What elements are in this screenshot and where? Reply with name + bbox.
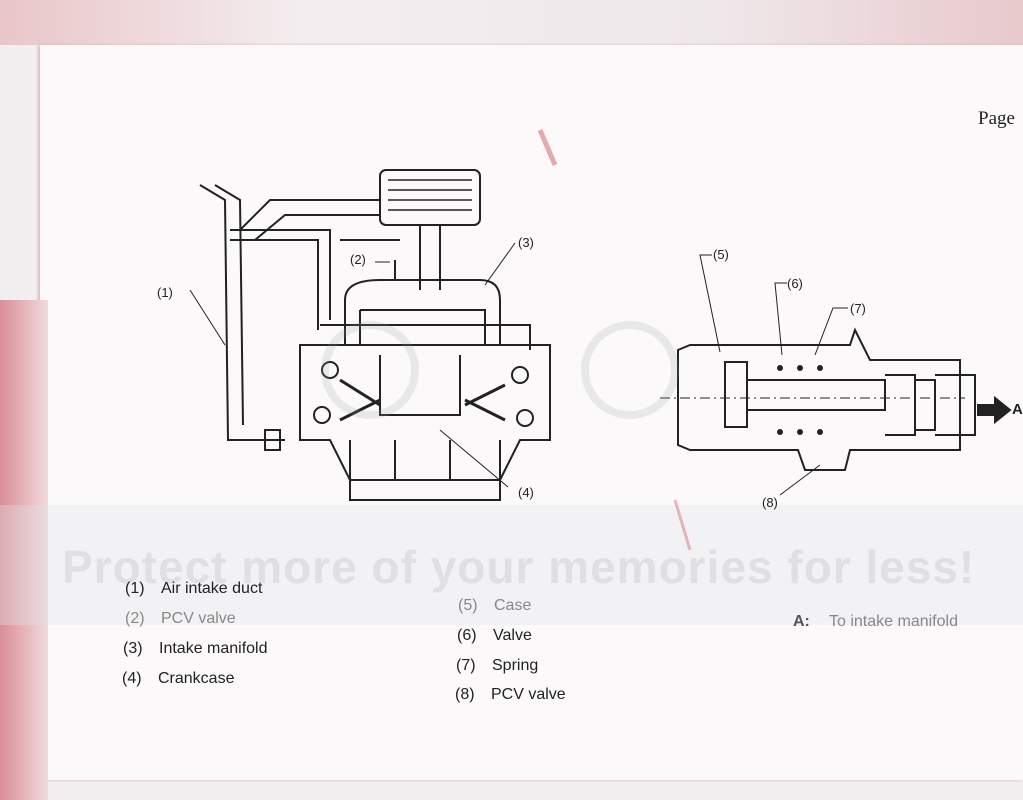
scan-top-edge [0, 0, 1023, 45]
watermark-band [0, 505, 1023, 625]
legend-item: (2)PCV valve [125, 610, 236, 627]
legend-item: (1)Air intake duct [125, 580, 263, 597]
pcv-case [677, 327, 976, 471]
air-cleaner [379, 169, 481, 226]
legend-item: (6)Valve [457, 627, 532, 644]
callout-3: (3) [518, 235, 534, 250]
photobucket-logo-watermark [321, 321, 679, 419]
watermark-tagline: Protect more of your memories for less! [62, 541, 976, 593]
crankcase [394, 440, 451, 481]
callout-7: (7) [850, 301, 866, 316]
callout-6: (6) [787, 276, 803, 291]
scan-left-edge [0, 300, 48, 800]
callout-2: (2) [350, 252, 366, 267]
legend-item: (3)Intake manifold [123, 640, 268, 657]
note-a: A:To intake manifold [793, 613, 958, 630]
callout-4: (4) [518, 485, 534, 500]
legend-item: (4)Crankcase [122, 670, 235, 687]
callout-8: (8) [762, 495, 778, 510]
legend-item: (8)PCV valve [455, 686, 566, 703]
legend-item: (7)Spring [456, 657, 539, 674]
callout-1: (1) [157, 285, 173, 300]
intake-manifold [344, 279, 501, 346]
legend-item: (5)Case [458, 597, 532, 614]
pcv-valve-diagram [660, 254, 1012, 496]
page-label: Page [978, 108, 1015, 129]
stain [537, 129, 558, 166]
flow-arrow-icon [977, 395, 1012, 425]
callout-5: (5) [713, 247, 729, 262]
air-intake-duct [199, 184, 260, 441]
flow-label-a: A [1012, 401, 1023, 418]
engine-diagram [189, 169, 551, 501]
